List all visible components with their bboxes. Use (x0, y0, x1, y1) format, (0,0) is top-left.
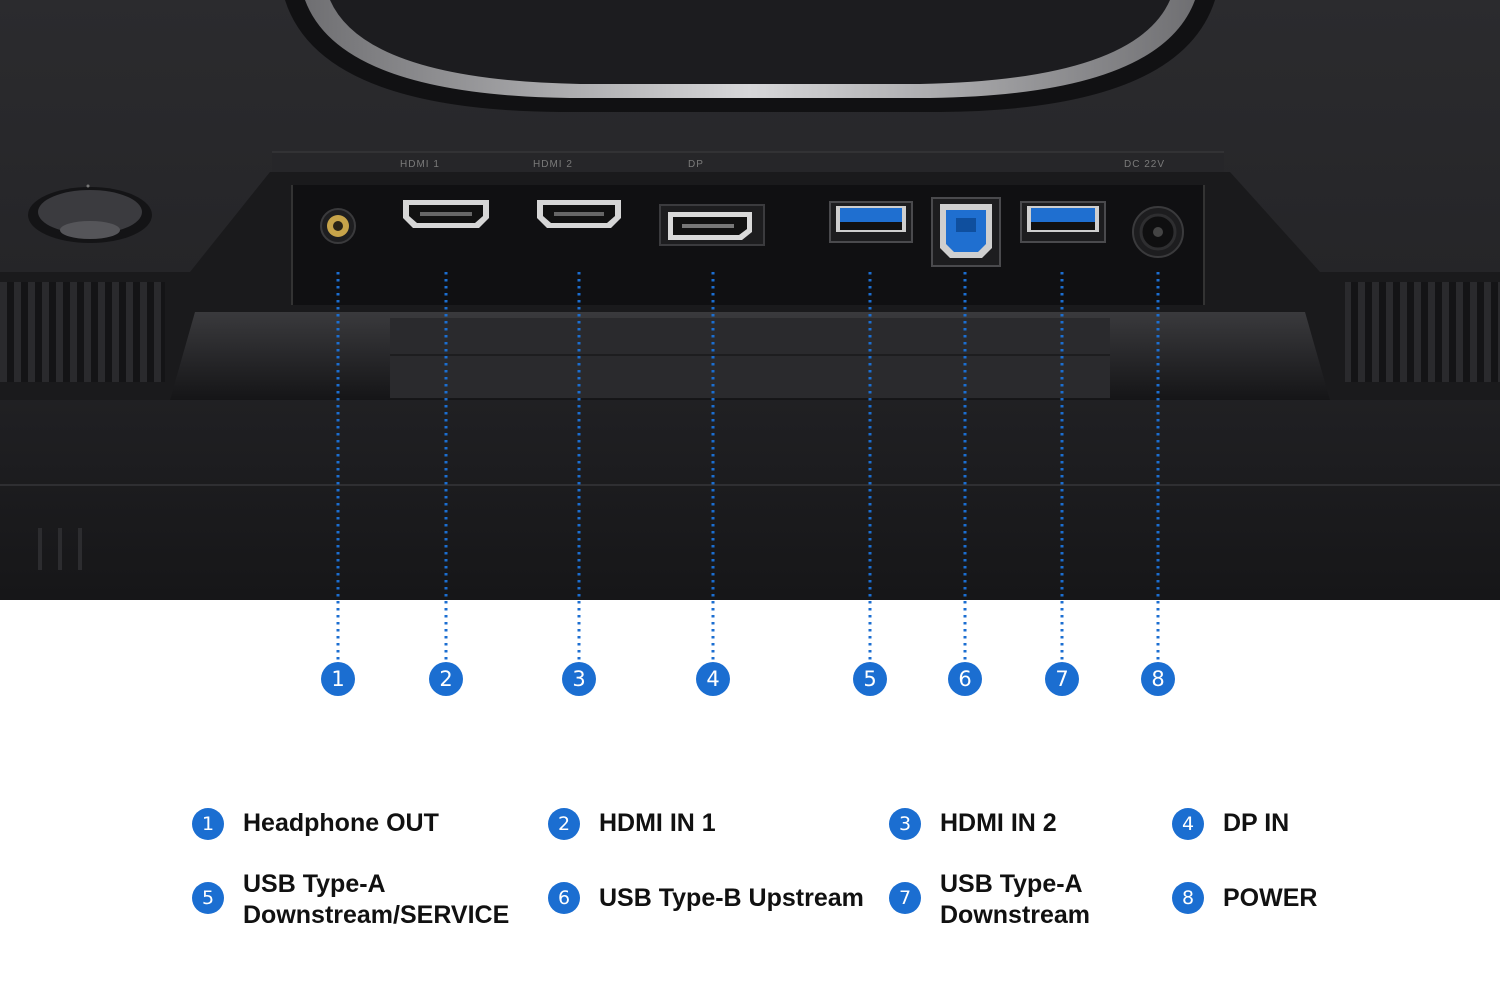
usb-b-port-icon (931, 197, 1001, 267)
panel-label-dp: DP (688, 159, 704, 170)
callout-badge-8: 8 (1141, 662, 1175, 696)
panel-label-dc: DC 22V (1124, 159, 1165, 170)
callout-badge-1: 1 (321, 662, 355, 696)
usb-a-port-icon (829, 201, 913, 243)
legend-label-6: USB Type-B Upstream (599, 883, 864, 914)
legend-label-1-line1: Headphone OUT (243, 809, 439, 837)
hdmi-port-icon (403, 200, 489, 228)
usb-a-port-icon (1020, 201, 1106, 243)
legend-label-7-line2: Downstream (940, 901, 1091, 929)
legend-label-2-line1: HDMI IN 1 (599, 809, 716, 837)
callout-badge-5: 5 (853, 662, 887, 696)
legend-label-6-line1: USB Type-B Upstream (599, 884, 864, 912)
monitor-rear-photo: HDMI 1 HDMI 2 DP DC 22V (0, 0, 1500, 600)
legend-badge-1: 1 (192, 808, 224, 840)
legend-label-7-line1: USB Type-A (940, 870, 1083, 898)
stand-ring (285, 0, 1215, 112)
power-jack-icon (1132, 206, 1184, 258)
legend-label-3-line1: HDMI IN 2 (940, 809, 1057, 837)
callout-badge-6: 6 (948, 662, 982, 696)
legend-label-5-line1: USB Type-A (243, 870, 386, 898)
legend-label-2: HDMI IN 1 (599, 808, 716, 839)
callout-badge-4: 4 (696, 662, 730, 696)
legend-badge-3: 3 (889, 808, 921, 840)
legend-label-4: DP IN (1223, 808, 1289, 839)
callout-badge-3: 3 (562, 662, 596, 696)
power-joystick-icon (28, 184, 152, 243)
callout-lines (336, 272, 1160, 662)
legend-label-1: Headphone OUT (243, 808, 439, 839)
legend-badge-6: 6 (548, 882, 580, 914)
legend-label-7: USB Type-A Downstream (940, 869, 1090, 931)
legend-badge-4: 4 (1172, 808, 1204, 840)
legend-label-4-line1: DP IN (1223, 809, 1290, 837)
legend-label-5-line2: Downstream/SERVICE (243, 901, 510, 929)
callout-badge-7: 7 (1045, 662, 1079, 696)
legend-badge-5: 5 (192, 882, 224, 914)
bezel-marks (38, 528, 82, 570)
legend-label-3: HDMI IN 2 (940, 808, 1057, 839)
panel-label-hdmi-1: HDMI 1 (400, 159, 440, 170)
displayport-icon (659, 204, 765, 246)
legend-label-5: USB Type-A Downstream/SERVICE (243, 869, 509, 931)
panel-label-hdmi-2: HDMI 2 (533, 159, 573, 170)
legend-label-8-line1: POWER (1223, 884, 1318, 912)
legend-badge-7: 7 (889, 882, 921, 914)
legend-label-8: POWER (1223, 883, 1317, 914)
callout-badge-2: 2 (429, 662, 463, 696)
headphone-jack-icon (320, 208, 356, 244)
hdmi-port-icon (537, 200, 621, 228)
legend-badge-2: 2 (548, 808, 580, 840)
legend-badge-8: 8 (1172, 882, 1204, 914)
